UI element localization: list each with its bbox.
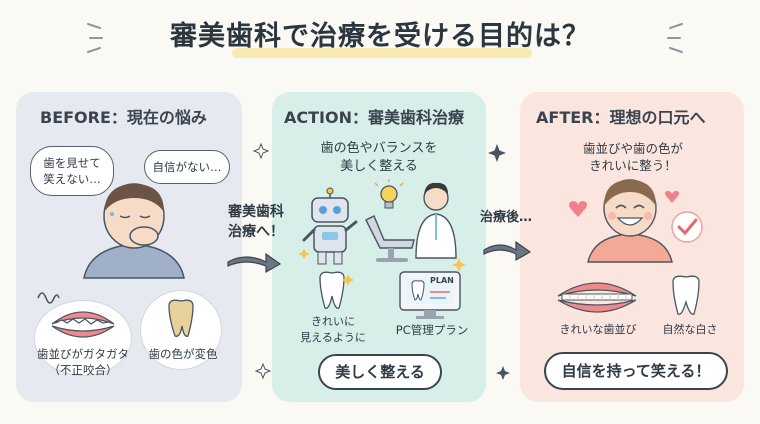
sparkle-icon	[488, 144, 506, 162]
worried-person-icon	[83, 183, 185, 279]
clean-teeth-icon	[557, 282, 637, 313]
check-icon	[671, 211, 703, 243]
action-subtitle: 歯の色やバランスを 美しく整える	[286, 140, 472, 176]
after-subtitle-line1: 歯並びや歯の色が	[582, 141, 683, 156]
heart-icon	[664, 191, 680, 203]
sparkle-icon	[496, 366, 510, 380]
connector1-line1: 審美歯科	[228, 204, 284, 220]
crooked-teeth-label-line1: 歯並びがガタガタ	[37, 347, 129, 361]
connector2-label: 治療後…	[479, 210, 532, 225]
sparkle-icon	[252, 142, 270, 160]
lightbulb-icon	[374, 179, 404, 209]
crooked-teeth-icon	[51, 311, 115, 338]
connector1-line2: 治療へ！	[228, 224, 284, 240]
action-tooth-label-line1: きれいに	[311, 315, 355, 328]
title-deco-right-icon	[667, 23, 683, 53]
thought-right-text: 自信がない…	[152, 160, 222, 174]
action-subtitle-line2: 美しく整える	[340, 159, 418, 174]
sparkle-icon	[298, 248, 310, 260]
connector1-label: 審美歯科 治療へ！	[216, 202, 296, 242]
scribble-icon	[37, 292, 60, 304]
thought-bubble-right: 自信がない…	[144, 150, 230, 184]
action-subtitle-line1: 歯の色やバランスを	[320, 141, 438, 156]
sparkle-tooth-icon	[319, 271, 354, 309]
arrow-icon	[227, 252, 282, 274]
robot-icon	[302, 187, 358, 265]
arrow-icon	[483, 240, 532, 262]
after-subtitle: 歯並びや歯の色が きれいに整う！	[548, 140, 718, 174]
crooked-teeth-label: 歯並びがガタガタ （不正咬合）	[20, 346, 146, 378]
after-teeth-label: きれいな歯並び	[559, 323, 637, 336]
action-tooth-label-line2: 見えるように	[300, 331, 366, 344]
monitor-icon	[399, 271, 461, 319]
dental-chair-icon	[365, 215, 415, 262]
heart-icon	[569, 201, 587, 217]
sparkle-icon	[254, 362, 272, 380]
thought-bubble-left: 歯を見せて 笑えない…	[30, 146, 114, 196]
title-highlight	[232, 48, 532, 58]
action-pill: 美しく整える	[318, 354, 442, 390]
after-heading: AFTER：理想の口元へ	[536, 108, 706, 127]
monitor-plan-text: PLAN	[430, 276, 454, 285]
title-deco-left-icon	[87, 23, 103, 53]
before-heading: BEFORE：現在の悩み	[40, 108, 207, 127]
action-pc-label: PC管理プラン	[395, 323, 469, 337]
thought-left-line2: 笑えない…	[43, 172, 101, 186]
happy-person-icon	[587, 179, 673, 263]
after-pill: 自信を持って笑える！	[544, 352, 728, 390]
sparkle-icon	[452, 258, 466, 272]
after-tooth-label: 自然な白さ	[662, 323, 718, 336]
action-heading: ACTION：審美歯科治療	[284, 108, 464, 127]
stained-tooth-icon	[168, 299, 194, 337]
stained-tooth-label: 歯の色が変色	[148, 347, 218, 361]
page-title: 審美歯科で治療を受ける目的は？	[170, 21, 590, 52]
dentist-icon	[415, 182, 457, 259]
thought-left-line1: 歯を見せて	[43, 156, 101, 170]
action-tooth-label: きれいに 見えるように	[290, 314, 376, 346]
white-tooth-icon	[672, 275, 700, 315]
crooked-teeth-label-line2: （不正咬合）	[48, 363, 118, 377]
after-subtitle-line2: きれいに整う！	[589, 158, 677, 173]
